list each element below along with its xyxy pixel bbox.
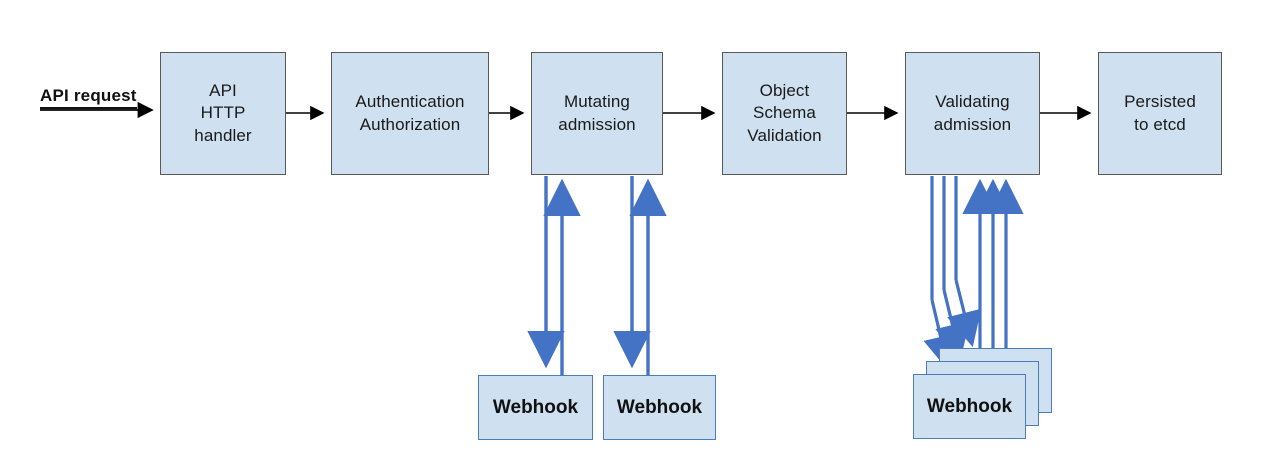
- webhook-box-validating-front-label: Webhook: [926, 395, 1013, 417]
- mutating-webhook-2-link: [613, 176, 667, 375]
- box-object-schema-validation-label: Object Schema Validation: [747, 81, 822, 145]
- mutating-webhook-1-link: [527, 176, 581, 375]
- webhook-box-mutating-2[interactable]: Webhook: [603, 375, 716, 440]
- box-mutating-admission-label: Mutating admission: [558, 92, 636, 134]
- box-api-http-handler[interactable]: API HTTP handler: [160, 52, 286, 175]
- webhook-box-mutating-1[interactable]: Webhook: [478, 375, 593, 440]
- box-authentication-authorization-label: Authentication Authorization: [355, 92, 465, 134]
- box-validating-admission-label: Validating admission: [933, 92, 1012, 134]
- webhook-box-validating-front[interactable]: Webhook: [913, 374, 1026, 439]
- api-request-label: API request: [40, 86, 137, 109]
- webhook-box-mutating-2-label: Webhook: [616, 396, 703, 418]
- box-validating-admission[interactable]: Validating admission: [905, 52, 1040, 175]
- box-mutating-admission[interactable]: Mutating admission: [531, 52, 663, 175]
- box-api-http-handler-label: API HTTP handler: [194, 81, 252, 145]
- validating-webhook-links: [923, 176, 1024, 374]
- box-object-schema-validation[interactable]: Object Schema Validation: [722, 52, 847, 175]
- webhook-box-mutating-1-label: Webhook: [492, 396, 579, 418]
- box-persisted-to-etcd-label: Persisted to etcd: [1124, 92, 1196, 134]
- box-persisted-to-etcd[interactable]: Persisted to etcd: [1098, 52, 1222, 175]
- box-authentication-authorization[interactable]: Authentication Authorization: [331, 52, 489, 175]
